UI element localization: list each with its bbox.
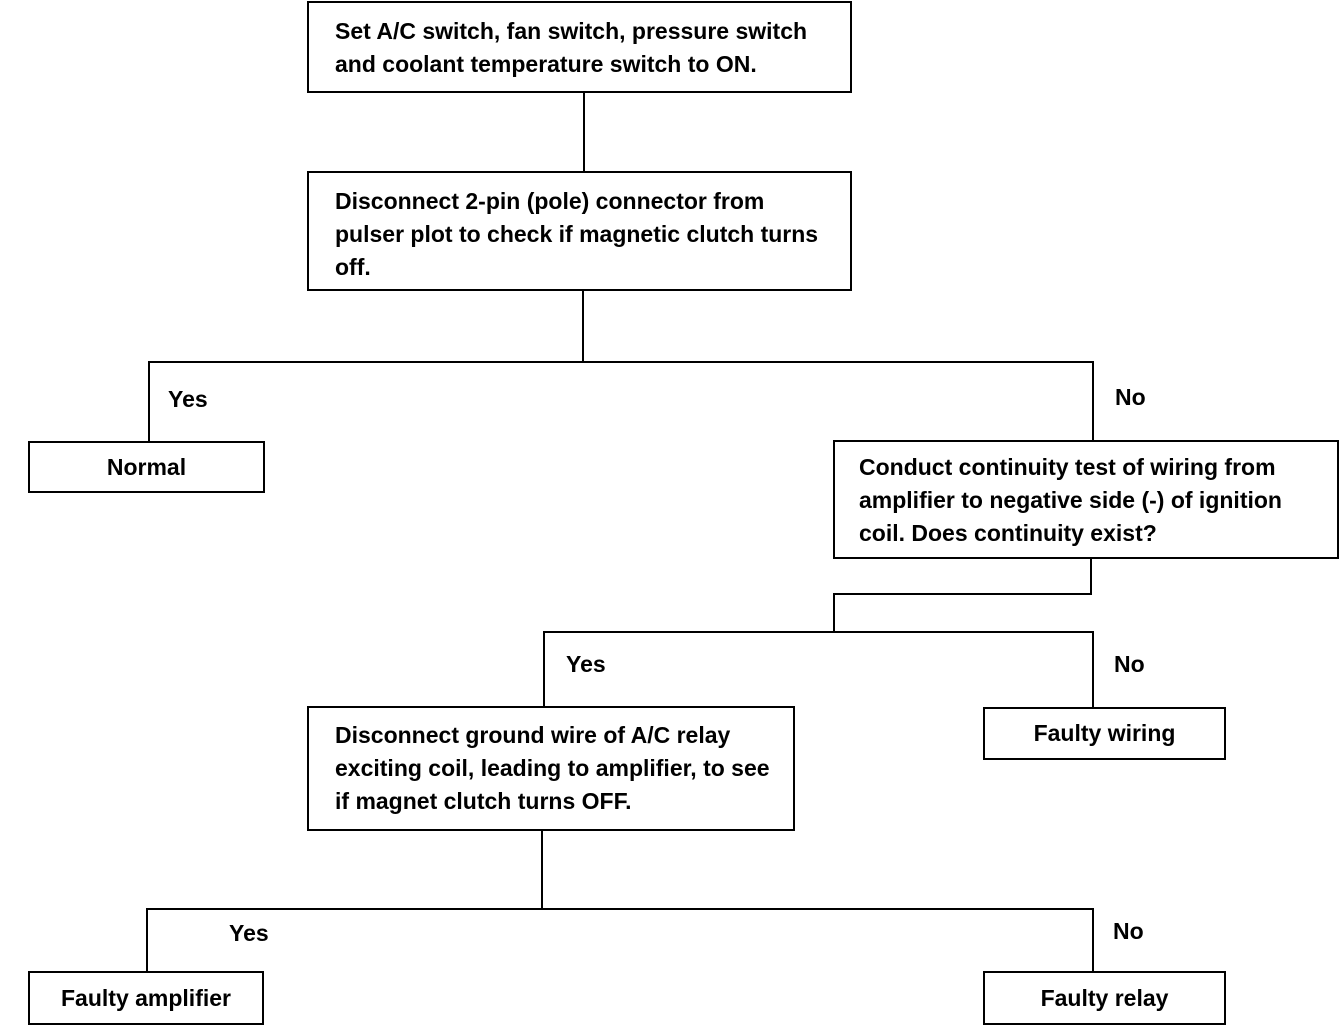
- step-2-text: Disconnect 2-pin (pole) connector from p…: [335, 188, 819, 280]
- step-4-box: Disconnect ground wire of A/C relay exci…: [307, 706, 795, 831]
- connector-to-step3: [1092, 361, 1094, 441]
- connector-step3-jog-down: [833, 593, 835, 633]
- outcome-faulty-amplifier-box: Faulty amplifier: [28, 971, 264, 1025]
- step-1-box: Set A/C switch, fan switch, pressure swi…: [307, 1, 852, 93]
- outcome-faulty-wiring-text: Faulty wiring: [1033, 720, 1176, 746]
- outcome-faulty-amplifier-text: Faulty amplifier: [61, 984, 231, 1011]
- branch-label-yes-3: Yes: [229, 920, 269, 946]
- connector-split-1: [148, 361, 1094, 363]
- connector-step3-down: [1090, 558, 1092, 595]
- branch-label-no-3: No: [1113, 918, 1144, 944]
- outcome-normal-box: Normal: [28, 441, 265, 493]
- branch-label-yes-1: Yes: [168, 386, 208, 412]
- connector-step1-to-step2: [583, 92, 585, 172]
- connector-to-step4: [543, 631, 545, 707]
- connector-to-normal: [148, 361, 150, 442]
- outcome-faulty-relay-text: Faulty relay: [1040, 984, 1169, 1011]
- outcome-normal-text: Normal: [106, 453, 187, 480]
- connector-step4-down: [541, 830, 543, 910]
- connector-to-faulty-amplifier: [146, 908, 148, 972]
- branch-label-no-1: No: [1115, 384, 1146, 410]
- connector-split-3: [146, 908, 1094, 910]
- step-1-text: Set A/C switch, fan switch, pressure swi…: [335, 18, 808, 77]
- connector-split-2: [543, 631, 1094, 633]
- outcome-faulty-relay-box: Faulty relay: [983, 971, 1226, 1025]
- step-3-text: Conduct continuity test of wiring from a…: [859, 454, 1282, 546]
- connector-step3-jog: [833, 593, 1092, 595]
- branch-label-yes-2: Yes: [566, 651, 606, 677]
- connector-to-faulty-relay: [1092, 908, 1094, 972]
- step-4-text: Disconnect ground wire of A/C relay exci…: [335, 722, 770, 814]
- outcome-faulty-wiring-box: Faulty wiring: [983, 707, 1226, 760]
- step-3-box: Conduct continuity test of wiring from a…: [833, 440, 1339, 559]
- step-2-box: Disconnect 2-pin (pole) connector from p…: [307, 171, 852, 291]
- connector-step2-down: [582, 290, 584, 363]
- branch-label-no-2: No: [1114, 651, 1145, 677]
- connector-to-faulty-wiring: [1092, 631, 1094, 708]
